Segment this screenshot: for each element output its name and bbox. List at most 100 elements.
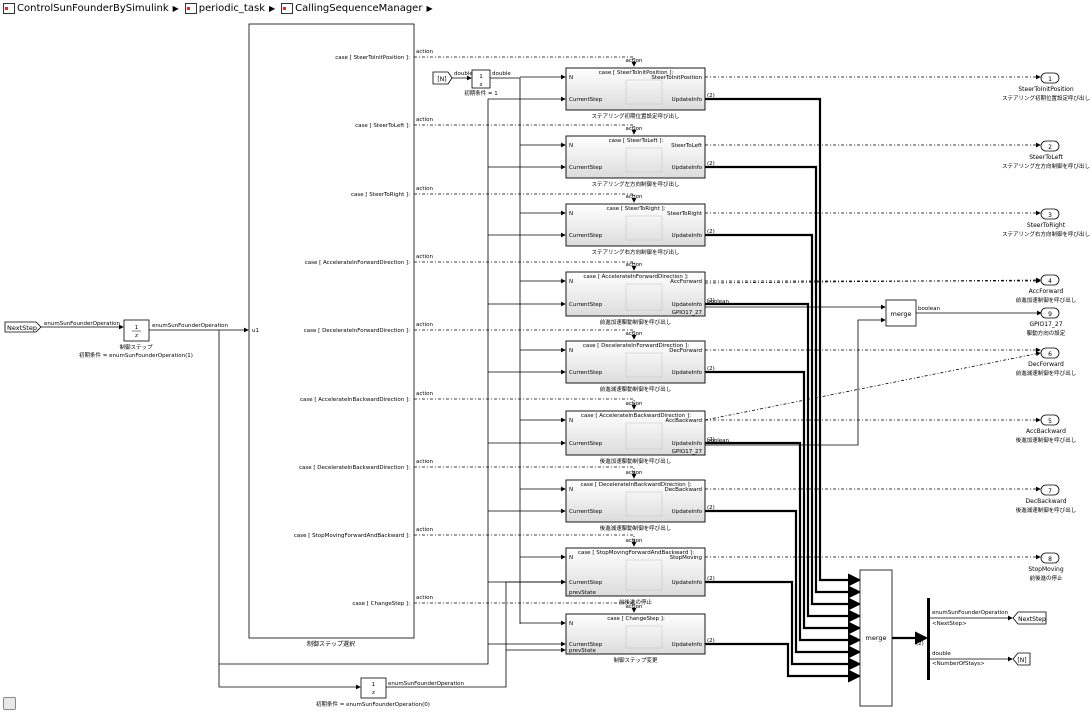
- input-port-label: N: [569, 418, 573, 424]
- outport-gpio17_27[interactable]: [1040, 307, 1060, 319]
- action-subsystem-block[interactable]: [565, 340, 706, 384]
- action-subsystem-block[interactable]: [565, 613, 706, 655]
- action-subsystem-block[interactable]: [565, 203, 706, 247]
- breadcrumb-item-periodic-task[interactable]: periodic_task ▶: [184, 2, 278, 14]
- delay-numerator: 1: [372, 682, 376, 688]
- action-signal-line[interactable]: [414, 329, 637, 340]
- action-signal-line[interactable]: [414, 602, 637, 613]
- bus-dimension-label: (2): [707, 93, 715, 99]
- outport-name: GPIO17_27: [1029, 321, 1062, 328]
- outport-accforward[interactable]: [1040, 274, 1060, 286]
- action-signal-line[interactable]: [414, 193, 637, 203]
- outport-decbackward[interactable]: [1040, 484, 1060, 496]
- inport-next-step[interactable]: [4, 321, 42, 333]
- outport-number: 5: [1048, 418, 1052, 425]
- breadcrumb-label: CallingSequenceManager: [295, 2, 423, 14]
- bus-signal-line[interactable]: [705, 580, 862, 671]
- goto-tag-n[interactable]: [1012, 652, 1031, 666]
- bus-dimension-label: (2): [707, 229, 715, 235]
- bus-signal-line[interactable]: [705, 370, 862, 635]
- delay-numerator: 1: [479, 74, 483, 80]
- outport-description: ステアリング初期位置設定呼び出し: [1002, 94, 1090, 102]
- n-distribution-line[interactable]: [490, 77, 521, 624]
- bus-signal-line[interactable]: [705, 97, 862, 587]
- delay-name: 制御ステップ: [119, 343, 153, 351]
- output-port-label: UpdateInfo: [672, 441, 703, 447]
- bus-signal-line[interactable]: [705, 165, 862, 599]
- bus-dimension-label: (2): [707, 298, 715, 304]
- breadcrumb-item-model[interactable]: ControlSunFounderBySimulink ▶: [3, 2, 182, 14]
- action-subsystem-block[interactable]: [565, 67, 706, 111]
- output-port-label: GPIO17_27: [672, 449, 703, 455]
- signal-line[interactable]: [704, 277, 1041, 284]
- unit-delay-block[interactable]: [360, 677, 387, 699]
- action-subsystem-block[interactable]: [565, 135, 706, 179]
- action-signal-line[interactable]: [414, 398, 637, 410]
- action-signal-line[interactable]: [414, 261, 637, 271]
- action-port-label: action: [626, 194, 643, 200]
- action-subsystem-block[interactable]: [565, 479, 706, 523]
- outport-accbackward[interactable]: [1040, 414, 1060, 426]
- input-port-label: CurrentStep: [569, 165, 603, 171]
- bus-signal-line[interactable]: [705, 441, 862, 647]
- unit-delay-block[interactable]: [123, 319, 150, 342]
- goto-label: [N]: [1017, 657, 1026, 664]
- action-signal-line[interactable]: [414, 124, 637, 135]
- signal-line[interactable]: [704, 351, 1041, 421]
- switch-case-block[interactable]: [248, 23, 415, 639]
- delay-denominator: z: [480, 82, 483, 88]
- from-tag-n[interactable]: [432, 71, 453, 85]
- merge-block-boolean[interactable]: [885, 299, 917, 327]
- signal-label: <NextStep>: [932, 621, 967, 627]
- outport-name: SteerToRight: [1027, 222, 1066, 229]
- model-status-icon[interactable]: [3, 697, 16, 710]
- outport-number: 8: [1048, 556, 1052, 563]
- bus-selector-block[interactable]: [927, 598, 930, 680]
- subsystem-case-label: case [ DecelerateInBackwardDirection ]:: [581, 482, 692, 488]
- action-signal-line[interactable]: [414, 534, 637, 547]
- merge-block-bus[interactable]: [859, 569, 893, 707]
- action-label: action: [416, 391, 433, 397]
- bus-signal-line[interactable]: [705, 233, 862, 611]
- signal-line[interactable]: [705, 317, 886, 446]
- outport-stopmoving[interactable]: [1040, 552, 1060, 564]
- breadcrumb-item-calling-sequence-manager[interactable]: CallingSequenceManager ▶: [281, 2, 435, 14]
- input-port-label: N: [569, 279, 573, 285]
- unit-delay-block[interactable]: [471, 69, 491, 89]
- prev-state-line[interactable]: [386, 579, 566, 688]
- output-port-label: SteerToInitPosition: [651, 75, 702, 81]
- outport-number: 6: [1048, 351, 1052, 358]
- bus-signal-line[interactable]: [705, 302, 862, 623]
- action-subsystem-block[interactable]: [565, 547, 706, 597]
- action-signal-line[interactable]: [414, 466, 637, 479]
- input-port-label: CurrentStep: [569, 302, 603, 308]
- current-step-distribution-line[interactable]: [218, 99, 489, 665]
- outport-number: 4: [1048, 278, 1052, 285]
- input-port-label: N: [569, 555, 573, 561]
- output-port-label: UpdateInfo: [672, 302, 703, 308]
- action-port-label: action: [626, 538, 643, 544]
- signal-line[interactable]: [218, 664, 361, 690]
- bus-signal-line[interactable]: [705, 509, 862, 659]
- subsystem-case-label: case [ StopMovingForwardAndBackward ]:: [578, 550, 694, 556]
- outport-description: ステアリング右方向制御を呼び出し: [1002, 230, 1090, 238]
- bus-dimension-label: (2): [707, 161, 715, 167]
- switch-input-label: u1: [252, 328, 259, 334]
- action-subsystem-block[interactable]: [565, 410, 706, 456]
- outport-steertoright[interactable]: [1040, 208, 1060, 220]
- outport-steertoleft[interactable]: [1040, 140, 1060, 152]
- outport-decforward[interactable]: [1040, 347, 1060, 359]
- case-label: case [ DecelerateInForwardDirection ]:: [304, 328, 410, 334]
- outport-steertoinitposition[interactable]: [1040, 72, 1060, 84]
- goto-tag-next-step[interactable]: [1012, 611, 1047, 625]
- outport-name: StopMoving: [1028, 566, 1064, 573]
- action-subsystem-block[interactable]: [565, 271, 706, 317]
- output-port-label: UpdateInfo: [672, 97, 703, 103]
- input-port-label: N: [569, 348, 573, 354]
- bus-signal-line[interactable]: [705, 642, 862, 683]
- action-signal-line[interactable]: [414, 56, 637, 67]
- outport-name: DecForward: [1028, 361, 1064, 368]
- outport-description: 前進減速制御を呼び出し: [1016, 369, 1077, 377]
- breadcrumb-label: ControlSunFounderBySimulink: [17, 2, 169, 14]
